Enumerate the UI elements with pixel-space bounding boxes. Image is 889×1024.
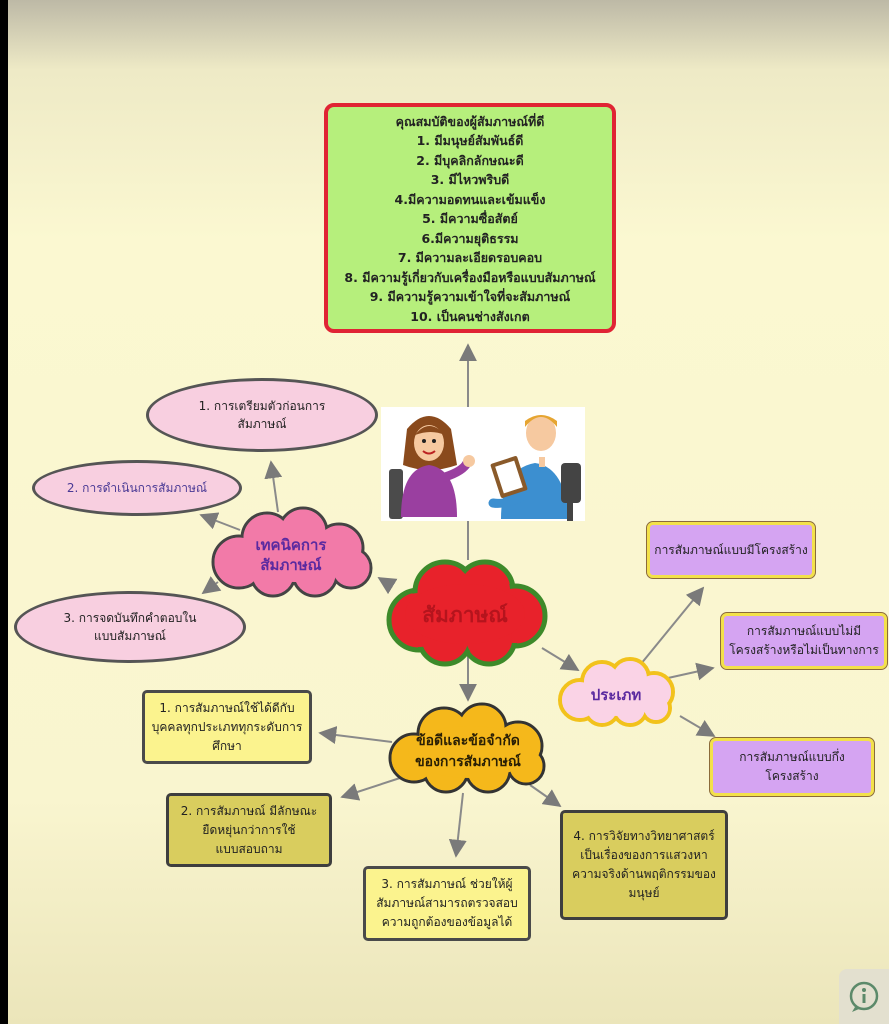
- quality-item: 3. มีไหวพริบดี: [430, 172, 510, 188]
- quality-item: 2. มีบุคลิกลักษณะดี: [416, 152, 524, 168]
- connector-lines: [199, 343, 716, 858]
- pros-item-3: 3. การสัมภาษณ์ ช่วยให้ผู้ สัมภาษณ์สามารถ…: [363, 866, 531, 941]
- qualities-title: คุณสมบัติของผู้สัมภาษณ์ที่ดี: [395, 113, 545, 129]
- quality-item: 6.มีความยุติธรรม: [421, 230, 519, 246]
- technique-cloud: [211, 506, 373, 598]
- info-icon: [849, 981, 879, 1012]
- types-label: ประเภท: [590, 686, 642, 704]
- link-to-tech3: [201, 576, 222, 595]
- quality-item: 8. มีความรู้เกี่ยวกับเครื่องมือหรือแบบสั…: [344, 269, 596, 285]
- link-to-types: [541, 647, 580, 671]
- center-label: สัมภาษณ์: [422, 602, 508, 627]
- technique-item-2: 2. การดำเนินการสัมภาษณ์: [32, 460, 242, 516]
- pros-cons-cloud: [388, 702, 546, 794]
- center-cloud: [386, 559, 548, 667]
- link-to-adv2: [340, 777, 401, 801]
- mind-map: คุณสมบัติของผู้สัมภาษณ์ที่ดี 1. มีมนุษย์…: [8, 0, 889, 1024]
- technique-item-1: 1. การเตรียมตัวก่อนการ สัมภาษณ์: [146, 378, 378, 452]
- type-item-2: การสัมภาษณ์แบบไม่มี โครงสร้างหรือไม่เป็น…: [720, 612, 888, 670]
- technique-label: เทคนิคการ สัมภาษณ์: [255, 536, 327, 574]
- link-to-type2: [667, 662, 715, 681]
- qualities-box: คุณสมบัติของผู้สัมภาษณ์ที่ดี 1. มีมนุษย์…: [324, 103, 616, 333]
- info-button[interactable]: [839, 969, 889, 1024]
- type-cloud: [558, 657, 675, 727]
- pros-item-2: 2. การสัมภาษณ์ มีลักษณะ ยืดหยุ่นกว่าการใ…: [166, 793, 332, 867]
- link-to-type1: [635, 586, 705, 671]
- pros-cons-label: ข้อดีและข้อจำกัด ของการสัมภาษณ์: [415, 733, 521, 770]
- quality-item: 5. มีความซื่อสัตย์: [422, 211, 518, 227]
- type-item-1: การสัมภาษณ์แบบมีโครงสร้าง: [646, 521, 816, 579]
- link-to-tech1: [264, 460, 283, 513]
- technique-item-3: 3. การจดบันทึกคำตอบใน แบบสัมภาษณ์: [14, 591, 246, 663]
- link-to-technique: [377, 577, 398, 595]
- quality-item: 4.มีความอดทนและเข้มแข็ง: [394, 191, 546, 207]
- quality-item: 1. มีมนุษย์สัมพันธ์ดี: [416, 133, 524, 149]
- pros-item-4: 4. การวิจัยทางวิทยาศาสตร์ เป็นเรื่องของก…: [560, 810, 728, 920]
- quality-item: 7. มีความละเอียดรอบคอบ: [397, 250, 543, 266]
- type-item-3: การสัมภาษณ์แบบกึ่ง โครงสร้าง: [709, 737, 875, 797]
- quality-item: 9. มีความรู้ความเข้าใจที่จะสัมภาษณ์: [369, 289, 571, 305]
- link-to-adv1: [318, 726, 393, 744]
- link-to-adv3: [448, 792, 467, 858]
- link-to-adv4: [529, 784, 562, 808]
- interview-people-illustration: [381, 407, 585, 521]
- link-to-tech2: [199, 512, 241, 531]
- link-to-type3: [679, 715, 716, 737]
- quality-item: 10. เป็นคนช่างสังเกต: [410, 308, 530, 324]
- pros-item-1: 1. การสัมภาษณ์ใช้ได้ดีกับ บุคคลทุกประเภท…: [142, 690, 312, 764]
